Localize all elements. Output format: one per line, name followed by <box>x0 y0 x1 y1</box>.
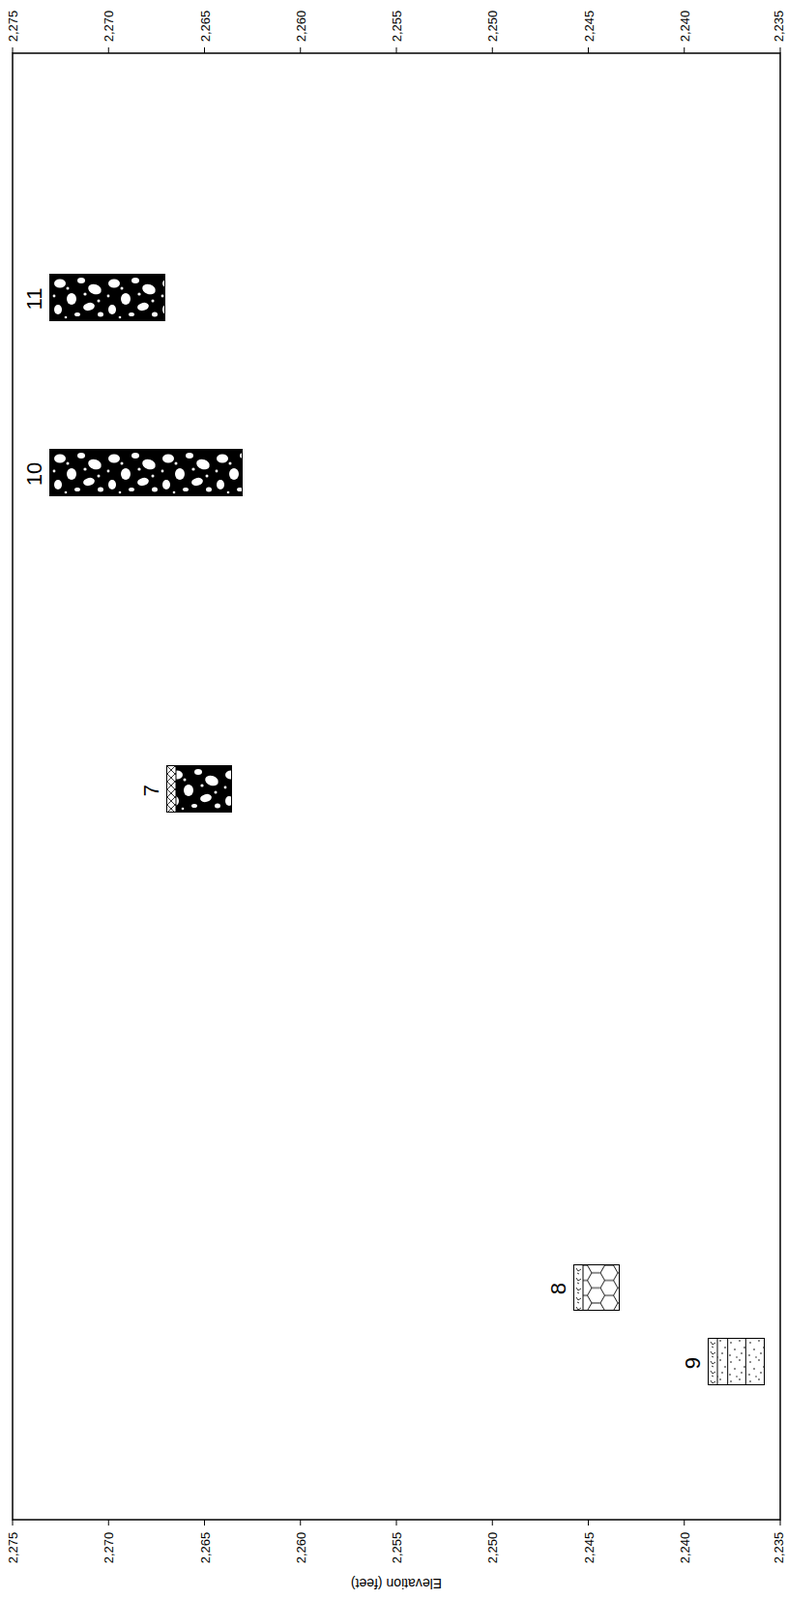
axis-tick-label: 2,270 <box>102 1531 116 1564</box>
top-ticks <box>12 47 781 54</box>
axis-tick-label: 2,275 <box>6 10 20 43</box>
band-boundary <box>582 1264 584 1310</box>
axis-tick-label: 2,250 <box>486 10 499 43</box>
lithology-column: 10 <box>49 448 243 496</box>
sample-number: 8 <box>548 1282 570 1294</box>
axis-tick-label: 2,275 <box>6 1531 20 1564</box>
axis-tick-label: 2,260 <box>293 1531 307 1564</box>
axis-tick-label: 2,260 <box>293 10 307 43</box>
lithology-pattern <box>574 1264 619 1310</box>
lithology-column: 11 <box>49 273 166 321</box>
axis-tick-label: 2,245 <box>582 10 595 43</box>
lithology-fill <box>167 765 232 812</box>
lithology-pattern <box>708 1338 764 1384</box>
sample-number: 9 <box>682 1355 704 1368</box>
lithology-pattern <box>167 765 232 812</box>
lithology-fill <box>574 1264 619 1310</box>
top-band <box>708 1338 718 1384</box>
lithology-fill <box>50 449 242 496</box>
lithology-pattern <box>50 449 242 496</box>
lithology-column: 8 <box>573 1263 620 1311</box>
lithology-pattern <box>50 274 165 321</box>
lithology-fill <box>50 274 165 321</box>
lithology-column: 9 <box>707 1337 765 1385</box>
axis-tick-label: 2,255 <box>390 1531 404 1564</box>
axis-tick-label: 2,245 <box>582 1531 595 1564</box>
band-boundary <box>175 765 177 812</box>
bottom-ticks <box>12 1518 781 1525</box>
axis-tick-label: 2,250 <box>486 1531 499 1564</box>
axis-tick-label: 2,265 <box>198 10 211 43</box>
top-band <box>167 765 176 812</box>
axis-ticks <box>12 47 781 1525</box>
axis-tick-label: 2,240 <box>677 1531 691 1564</box>
axis-tick-label: 2,270 <box>102 10 116 43</box>
axis-title: Elevation (feet) <box>350 1575 442 1590</box>
lithology-column: 7 <box>166 764 233 813</box>
band-boundary <box>717 1338 719 1384</box>
sample-number: 10 <box>24 461 46 485</box>
axis-tick-label: 2,235 <box>771 1531 785 1564</box>
bedding-line <box>745 1338 747 1384</box>
axis-tick-label: 2,265 <box>198 1531 211 1564</box>
sample-number: 11 <box>24 287 46 310</box>
bedding-line <box>727 1338 729 1384</box>
axis-tick-label: 2,235 <box>771 10 785 43</box>
top-band <box>574 1264 583 1310</box>
plot-frame <box>12 53 781 1519</box>
axis-tick-label: 2,255 <box>390 10 404 43</box>
sample-number: 7 <box>141 783 163 795</box>
axis-tick-label: 2,240 <box>677 10 691 43</box>
